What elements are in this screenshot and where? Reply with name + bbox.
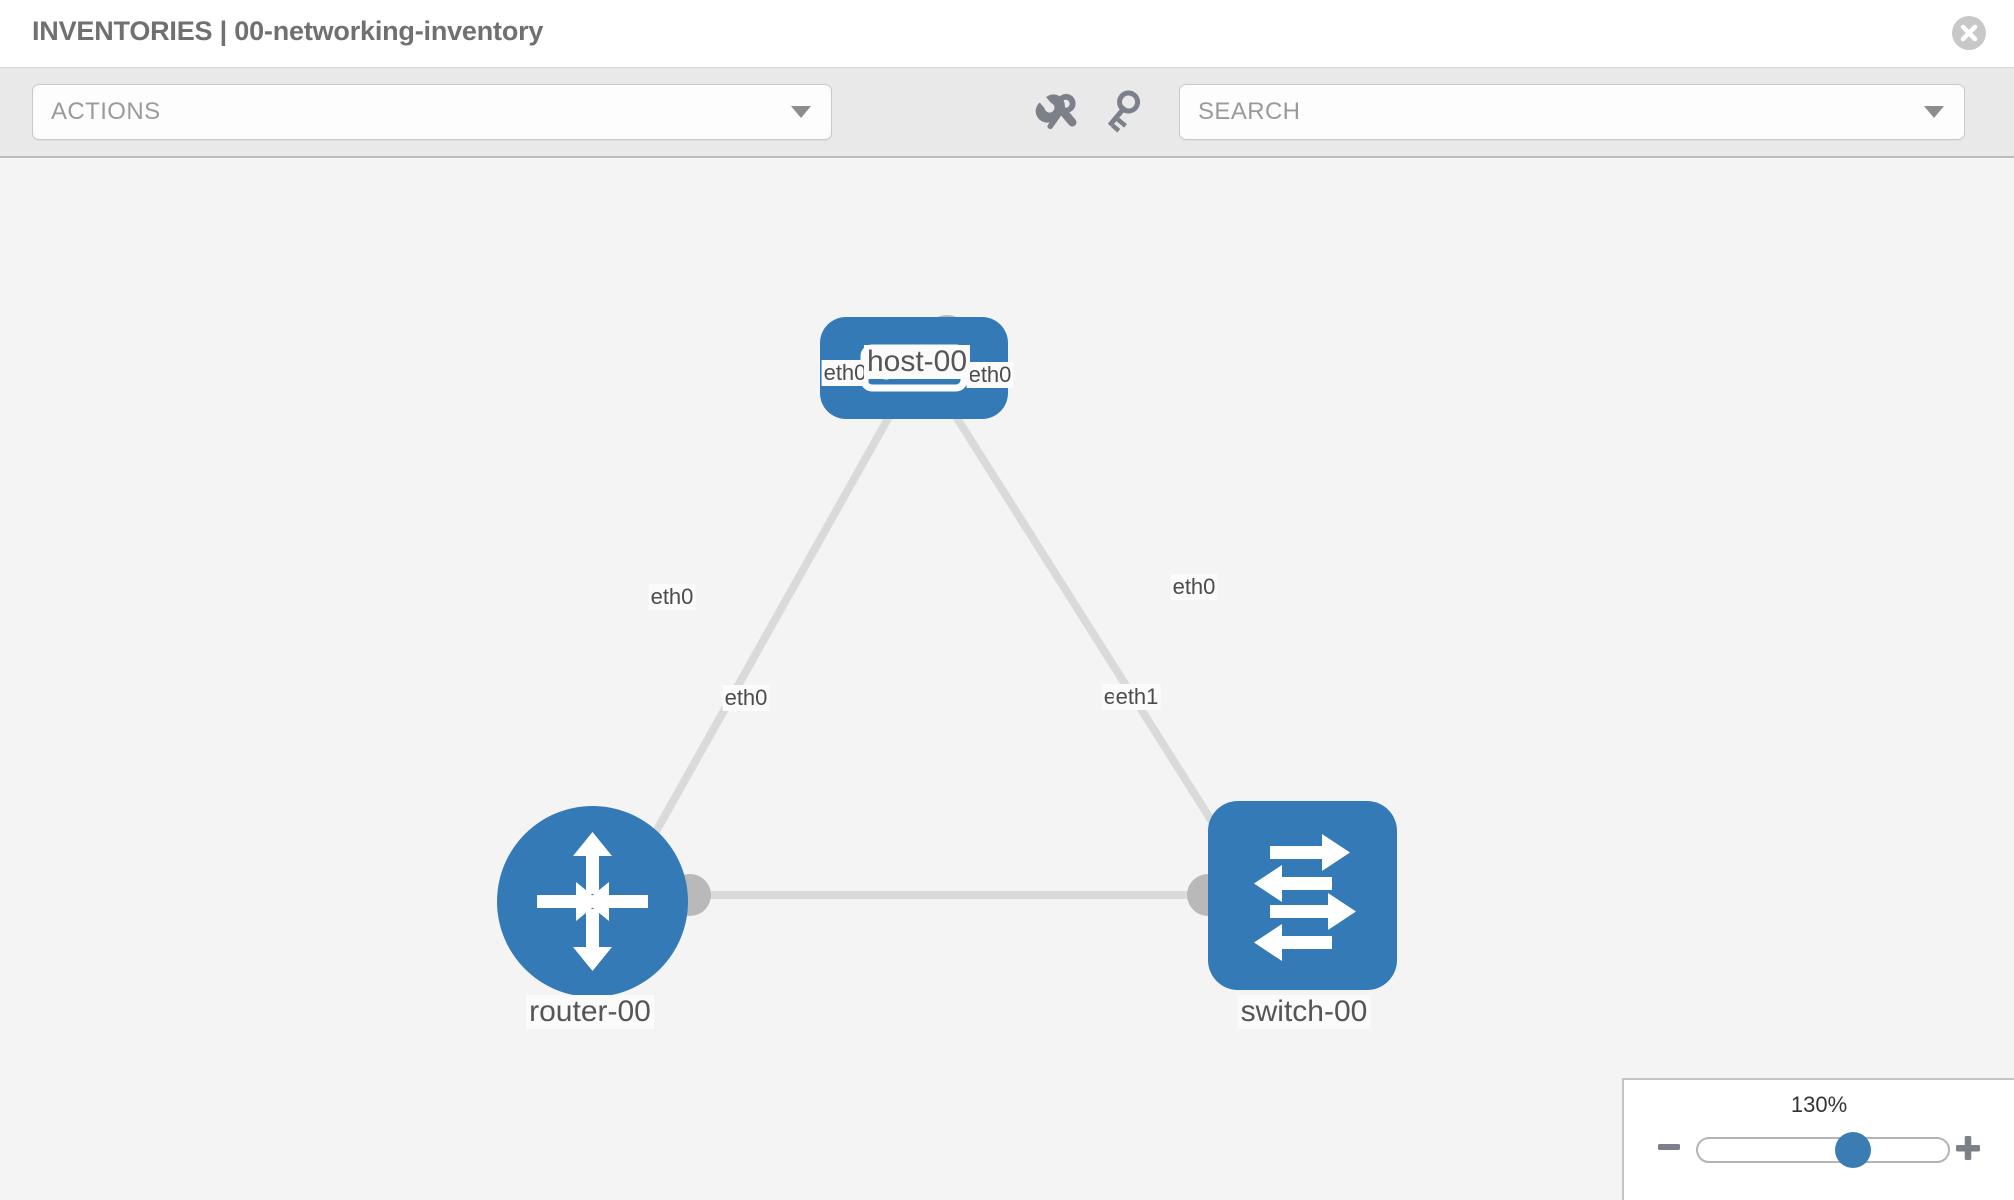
search-placeholder: SEARCH	[1198, 98, 1301, 125]
link-host-switch	[951, 412, 1234, 853]
zoom-level-label: 130%	[1790, 1092, 1848, 1117]
actions-dropdown[interactable]: ACTIONS	[32, 84, 832, 140]
zoom-slider-thumb[interactable]	[1835, 1132, 1871, 1168]
node-label-host-00: host-00	[863, 345, 971, 379]
edge-label-host-right: eth0	[966, 362, 1014, 388]
minus-icon	[1656, 1134, 1682, 1160]
edge-label-router-upper: eth0	[648, 584, 696, 610]
page-title: INVENTORIES | 00-networking-inventory	[32, 16, 544, 46]
edge-label-switch-left-b: eth1	[1113, 684, 1161, 710]
key-icon[interactable]	[1100, 84, 1156, 140]
edge-label-router-right: eth0	[722, 685, 770, 711]
search-input[interactable]: SEARCH	[1179, 84, 1965, 140]
link-host-router	[636, 413, 894, 862]
close-icon	[1952, 16, 1986, 50]
wrench-icon[interactable]	[1032, 84, 1088, 140]
toolbar: ACTIONS SEARCH	[0, 68, 2014, 158]
chevron-down-icon	[791, 106, 811, 118]
zoom-slider[interactable]	[1696, 1132, 1950, 1168]
plus-icon	[1954, 1134, 1982, 1162]
edge-label-host-left: eth0	[821, 360, 869, 386]
zoom-in-button[interactable]	[1954, 1134, 1982, 1162]
zoom-control-panel: 130%	[1622, 1078, 2014, 1200]
topology-canvas[interactable]: eth0 eth0 eth0 eth0 eth0 eth eth1 host-0…	[0, 160, 2014, 1200]
header-bar: INVENTORIES | 00-networking-inventory	[0, 0, 2014, 68]
node-label-router-00: router-00	[526, 995, 654, 1029]
close-button[interactable]	[1952, 16, 1986, 50]
actions-dropdown-label: ACTIONS	[51, 98, 161, 125]
topology-node-switch-00[interactable]	[1208, 801, 1397, 990]
chevron-down-icon	[1924, 106, 1944, 118]
topology-node-router-00[interactable]	[497, 806, 688, 997]
edge-label-switch-upper: eth0	[1170, 574, 1218, 600]
node-label-switch-00: switch-00	[1237, 995, 1371, 1029]
topology-links	[636, 315, 1255, 916]
zoom-out-button[interactable]	[1656, 1134, 1682, 1160]
